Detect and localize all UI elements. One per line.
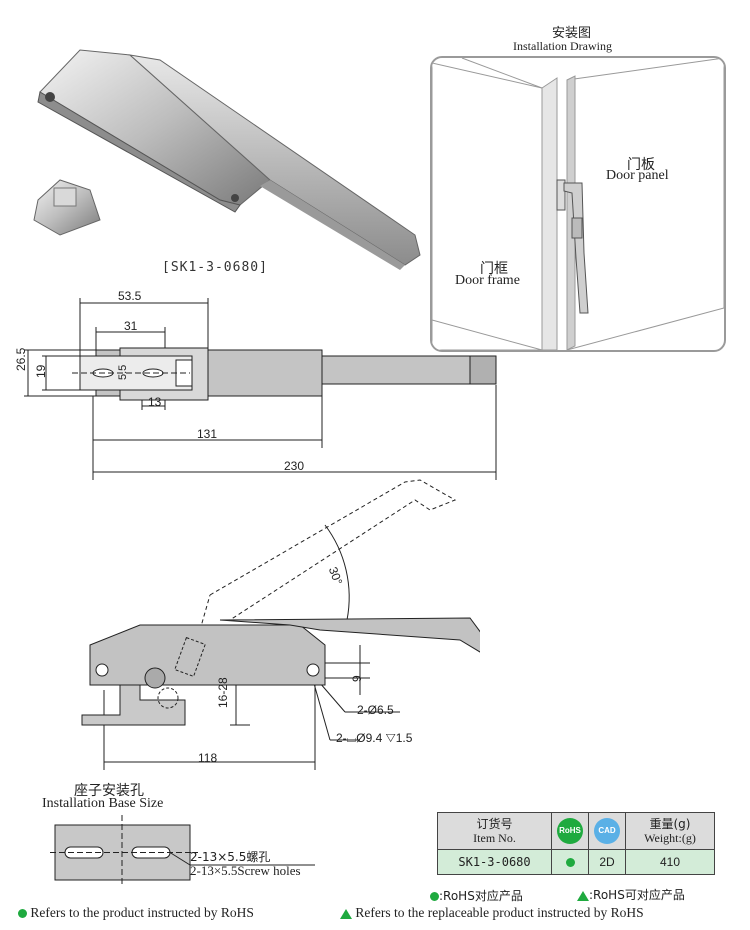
screw-hole-label-en: 2-13×5.5Screw holes <box>190 863 301 878</box>
dim-counterbore: 2-⌴Ø9.4 ▽1.5 <box>336 731 413 745</box>
dim-131: 131 <box>197 427 218 441</box>
installation-drawing <box>432 58 724 350</box>
header-weight-en: Weight:(g) <box>644 831 696 845</box>
rohs-dot-icon <box>565 858 575 868</box>
legend-rohs-en: Refers to the product instructed by RoHS <box>18 905 254 921</box>
screw-hole-label-cn: 2-13×5.5螺孔 <box>190 850 271 864</box>
legend-rohs-cn: :RoHS对应产品 <box>430 887 523 904</box>
cell-weight: 410 <box>625 849 715 875</box>
base-title-en: Installation Base Size <box>42 796 164 811</box>
legend-replaceable-en: Refers to the replaceable product instru… <box>340 905 644 921</box>
legend-rohs-cn-text: :RoHS对应产品 <box>439 889 523 903</box>
dim-118: 118 <box>198 751 218 765</box>
dim-13: 13 <box>148 395 162 409</box>
door-panel-label-cn: 门板 <box>627 157 655 173</box>
table-row: SK1-3-0680 2D 410 <box>437 849 715 875</box>
header-rohs: RoHS <box>551 812 589 850</box>
door-panel-label-en: Door panel <box>606 168 669 183</box>
installation-title-cn: 安装图 <box>552 26 592 41</box>
legend-replaceable-cn: :RoHS可对应产品 <box>577 886 685 903</box>
replaceable-triangle-icon <box>340 908 352 919</box>
header-weight: 重量(g) Weight:(g) <box>625 812 715 850</box>
door-frame-label-cn: 门框 <box>480 261 508 277</box>
rohs-dot-icon <box>430 892 439 902</box>
header-item-no-cn: 订货号 <box>476 817 513 831</box>
header-weight-cn: 重量(g) <box>649 817 691 831</box>
dim-31: 31 <box>124 319 138 333</box>
dim-16-28: 16-28 <box>216 677 230 708</box>
product-photo <box>33 49 421 270</box>
dim-26-5: 26.5 <box>14 347 28 371</box>
legend-rohs-en-text: Refers to the product instructed by RoHS <box>30 905 254 920</box>
legend-replaceable-en-text: Refers to the replaceable product instru… <box>355 905 644 920</box>
model-label: [SK1-3-0680] <box>162 260 268 275</box>
replaceable-triangle-icon <box>577 890 589 901</box>
cad-badge-icon: CAD <box>594 818 620 844</box>
dim-19: 19 <box>34 364 48 378</box>
cell-rohs <box>551 849 589 875</box>
side-view-drawing <box>81 479 480 770</box>
cell-item-no: SK1-3-0680 <box>437 849 552 875</box>
base-hole-drawing <box>50 815 315 885</box>
header-cad: CAD <box>588 812 626 850</box>
order-table: 订货号 Item No. RoHS CAD 重量(g) Weight:(g) S… <box>437 812 715 875</box>
dim-5-5: 5.5 <box>117 364 129 380</box>
cell-cad: 2D <box>588 849 626 875</box>
installation-drawing-frame: 门板 Door panel 门框 Door frame <box>430 56 726 352</box>
header-item-no: 订货号 Item No. <box>437 812 552 850</box>
table-header-row: 订货号 Item No. RoHS CAD 重量(g) Weight:(g) <box>437 812 715 850</box>
header-item-no-en: Item No. <box>473 831 516 845</box>
dim-hole-diameter: 2-Ø6.5 <box>357 703 394 717</box>
rohs-badge-icon: RoHS <box>557 818 583 844</box>
installation-title-en: Installation Drawing <box>513 39 612 53</box>
legend-replaceable-cn-text: :RoHS可对应产品 <box>589 888 685 902</box>
base-title-cn: 座子安装孔 <box>74 783 144 799</box>
dim-230: 230 <box>284 459 305 473</box>
door-frame-label-en: Door frame <box>455 273 520 288</box>
rohs-dot-icon <box>18 909 27 919</box>
dim-53-5: 53.5 <box>118 289 142 303</box>
top-view-drawing <box>24 298 497 480</box>
dim-9: 9 <box>350 675 364 682</box>
